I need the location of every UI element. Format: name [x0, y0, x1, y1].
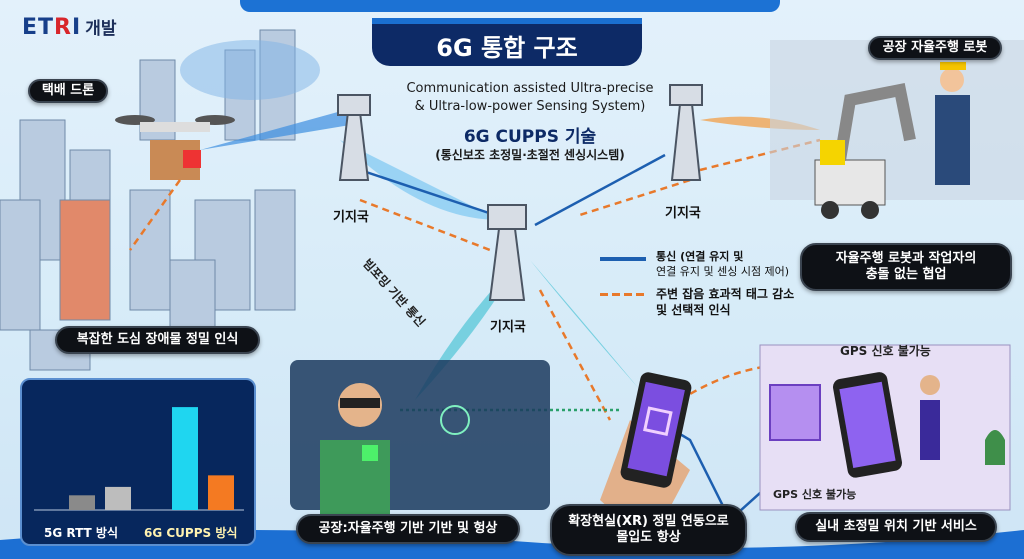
robot-collab-line-2: 충돌 없는 협업 [865, 267, 947, 282]
xr-scene [290, 360, 550, 530]
english-line-2: & Ultra-low-power Sensing System) [414, 98, 646, 114]
tower-label: 기지국 [490, 320, 526, 335]
x-tick-label: 5G RTT 방식 [44, 526, 118, 540]
xr-line-1: 확장현실(XR) 정밀 연동으로 [568, 513, 729, 529]
label-drone: 택배 드론 [28, 79, 108, 103]
tech-subtitle: (통신보조 초정밀·초절전 센싱시스템) [435, 148, 625, 162]
solid-line-icon [600, 257, 646, 261]
x-tick-label: 6G CUPPS 방식 [144, 526, 238, 540]
tech-title: 6G CUPPS 기술 [463, 127, 597, 147]
chart-svg [34, 407, 244, 511]
label-robot-collab: 자율주행 로봇과 작업자의 충돌 없는 협업 [800, 243, 1012, 291]
label-xr: 확장현실(XR) 정밀 연동으로 몰입도 항상 [550, 504, 747, 556]
tower-icons [337, 84, 703, 301]
top-strip [240, 0, 780, 12]
label-urban: 복잡한 도심 장애물 정밀 인식 [55, 326, 260, 354]
legend-tag-2: 및 선택적 인식 [656, 302, 731, 317]
page-title: 6G 통합 구조 [372, 18, 642, 66]
tower-label: 기지국 [333, 210, 369, 225]
english-description: Communication assisted Ultra-precise & U… [380, 80, 680, 115]
bar [208, 475, 234, 510]
gps-label-bottom: GPS 신호 불가능 [773, 488, 857, 501]
bar [105, 486, 131, 510]
tower-label: 기지국 [665, 206, 701, 221]
bottom-wave [0, 530, 1024, 559]
robot-collab-line-1: 자율주행 로봇과 작업자의 [835, 250, 977, 266]
indoor-scene [759, 344, 1011, 511]
factory-scene [770, 40, 1024, 219]
hub-circle [180, 40, 320, 100]
dashed-arrow-icon [600, 292, 646, 296]
xr-line-2: 몰입도 항상 [616, 530, 681, 545]
gps-label-top: GPS 신호 불가능 [840, 344, 931, 358]
label-indoor: 실내 초정밀 위치 기반 서비스 [795, 512, 997, 542]
city-buildings [0, 29, 296, 371]
label-factory-xr: 공장:자율주행 기반 기반 및 헝상 [296, 514, 520, 544]
bar [69, 495, 95, 510]
label-factory-robot: 공장 자율주행 로봇 [868, 36, 1002, 60]
legend-comm-2: 연결 유지 및 센싱 시점 제어) [656, 264, 790, 278]
legend-tag-1: 주변 잡음 효과적 태그 감소 [656, 286, 795, 301]
legend-comm-1: 통신 (연결 유지 및 [656, 250, 744, 263]
drone [115, 115, 235, 180]
bar [172, 407, 198, 510]
english-line-1: Communication assisted Ultra-precise [406, 81, 654, 96]
comparison-chart: 5G RTT 방식 6G CUPPS 방식 [20, 378, 256, 546]
